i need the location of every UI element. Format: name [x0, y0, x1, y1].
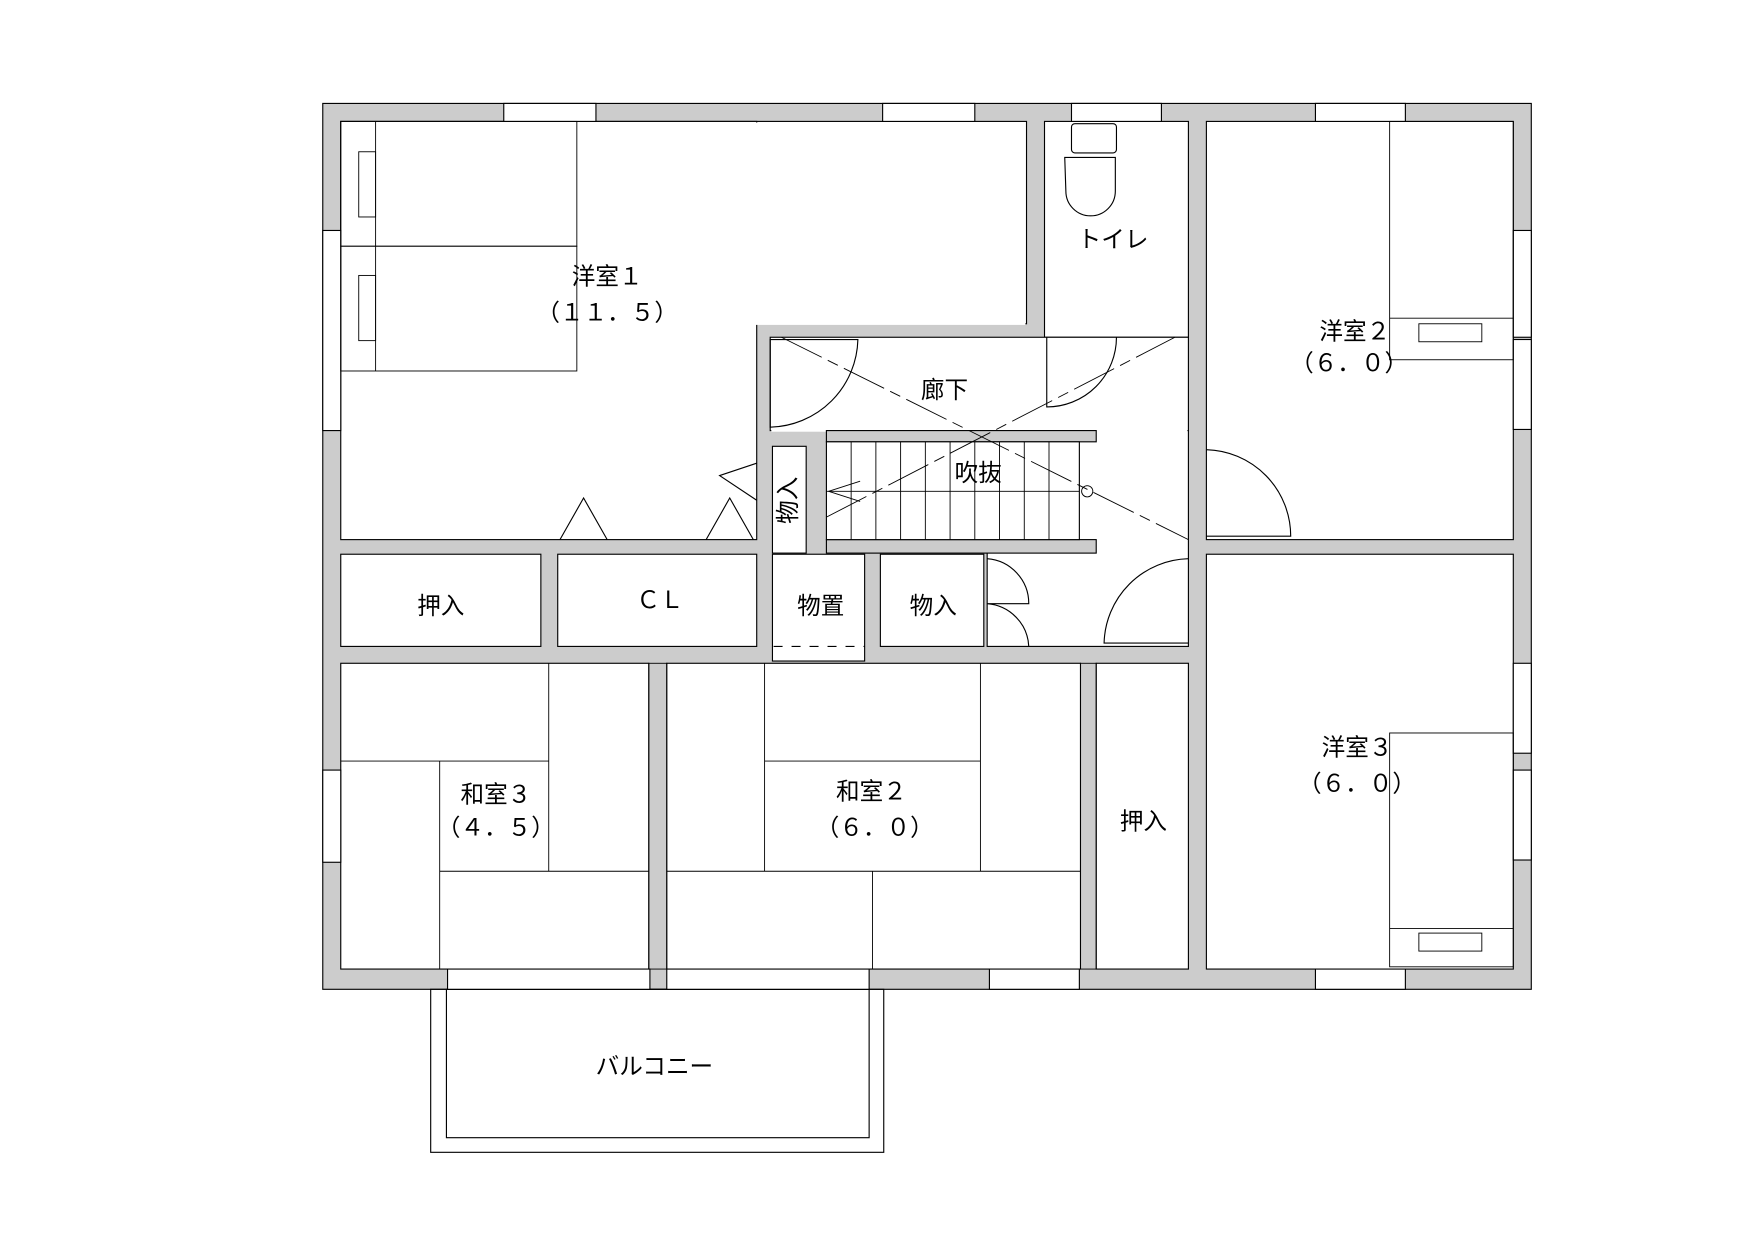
room-label-western3: 洋室３	[1322, 733, 1393, 761]
room-label-closet-left: 押入	[417, 592, 464, 620]
room-label-storage: 物入	[910, 592, 957, 620]
room-area-western3: （６．０）	[1298, 769, 1416, 797]
tatami-lines	[340, 662, 1097, 970]
room-label-japanese2: 和室２	[836, 777, 907, 805]
doors	[559, 337, 1292, 647]
staircase	[781, 336, 1189, 554]
room-area-western2: （６．０）	[1290, 349, 1408, 377]
room-area-japanese3: （４．５）	[437, 813, 555, 841]
beds	[340, 120, 1514, 968]
room-label-storage-small: 物入	[774, 477, 802, 524]
toilet-fixture	[1064, 123, 1118, 217]
room-label-western1: 洋室１	[572, 262, 643, 290]
room-label-japanese3: 和室３	[461, 781, 532, 809]
windows	[322, 102, 1532, 990]
room-floors	[340, 120, 1514, 970]
room-label-balcony: バルコニー	[596, 1053, 714, 1081]
room-label-toilet: トイレ	[1078, 225, 1149, 253]
room-label-hallway: 廊下	[921, 376, 968, 404]
room-area-japanese2: （６．０）	[816, 813, 934, 841]
room-area-western1: （１１．５）	[536, 298, 678, 326]
room-label-closet-right: 押入	[1120, 808, 1167, 836]
room-label-storeroom: 物置	[797, 592, 844, 620]
balcony	[430, 988, 885, 1153]
room-label-atrium: 吹抜	[955, 459, 1002, 487]
room-label-western2: 洋室２	[1319, 318, 1390, 346]
room-label-cl: ＣＬ	[636, 586, 683, 614]
